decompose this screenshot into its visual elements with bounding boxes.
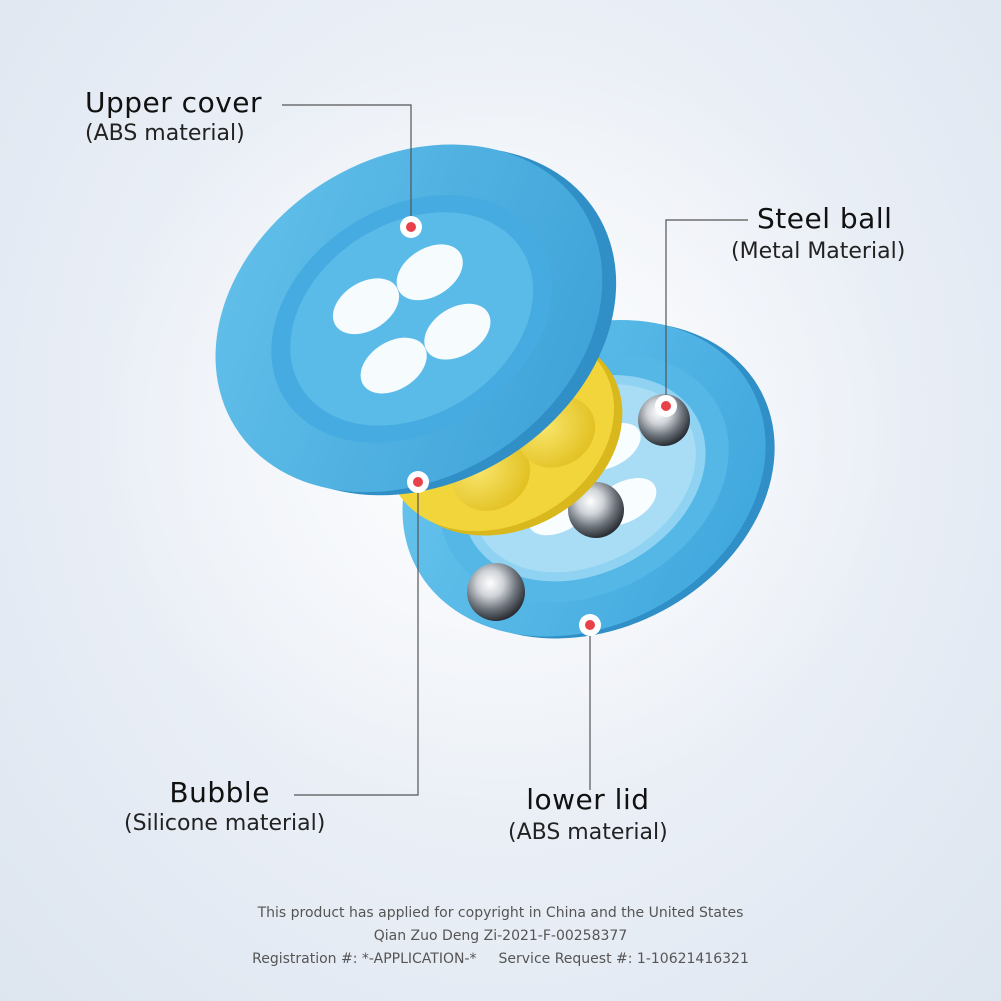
lower-lid-callout: lower lid (ABS material): [508, 783, 668, 845]
markers: [400, 216, 677, 636]
upper-cover-part: [215, 144, 617, 496]
steel-ball-material: (Metal Material): [731, 239, 906, 264]
service-request-number: Service Request #: 1-10621416321: [498, 951, 749, 967]
steel-ball-title: Steel ball: [757, 202, 893, 235]
upper-cover-leader-line: [282, 104, 412, 227]
bubble-leader-line: [294, 484, 419, 796]
registration-line: Registration #: *-APPLICATION-* Service R…: [0, 948, 1001, 971]
steel-ball-1: [638, 394, 690, 446]
upper-cover-material: (ABS material): [85, 121, 245, 146]
registration-number: Registration #: *-APPLICATION-*: [252, 951, 477, 967]
upper-cover-title: Upper cover: [85, 86, 263, 119]
steel-ball-callout: Steel ball (Metal Material): [731, 202, 905, 264]
lower-lid-material: (ABS material): [508, 820, 668, 845]
registration-code: Qian Zuo Deng Zi-2021-F-00258377: [373, 928, 628, 944]
upper-cover-callout: Upper cover (ABS material): [85, 86, 262, 146]
copyright-line: This product has applied for copyright i…: [257, 905, 744, 921]
bubble-material: (Silicone material): [124, 811, 326, 836]
bubble-title: Bubble: [169, 776, 270, 809]
callout-lines: [282, 104, 748, 796]
lower-lid-title: lower lid: [526, 783, 650, 816]
bubble-callout: Bubble (Silicone material): [124, 776, 325, 836]
steel-ball-leader-line: [665, 219, 748, 405]
copyright-notice: This product has applied for copyright i…: [0, 902, 1001, 971]
steel-ball-3: [467, 563, 525, 621]
